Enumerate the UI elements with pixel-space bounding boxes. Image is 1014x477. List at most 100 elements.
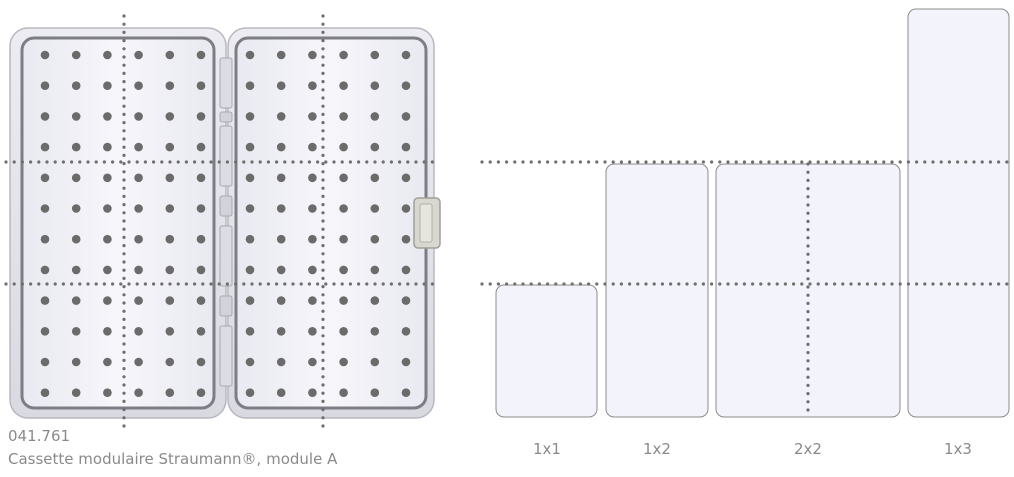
cassette-hole <box>40 357 50 367</box>
cassette-hole <box>196 357 206 367</box>
modules <box>495 8 1010 418</box>
cassette-hole <box>71 327 81 336</box>
cassette-hole <box>308 204 317 213</box>
cassette-hole <box>245 327 255 336</box>
product-name: Cassette modulaire Straumann®, module A <box>8 450 338 468</box>
cassette-holes <box>40 50 411 398</box>
cassette-hole <box>165 112 175 121</box>
cassette-hole <box>40 204 50 213</box>
cassette-hole <box>103 173 112 183</box>
cassette-hole <box>245 234 255 244</box>
cassette-hinges <box>219 57 233 387</box>
cassette-hole <box>165 388 175 398</box>
cassette-hole <box>196 50 206 60</box>
cassette-hole <box>276 173 286 183</box>
grid-guides <box>4 14 1014 432</box>
cassette-hole <box>196 112 206 121</box>
cassette-hole <box>71 173 81 183</box>
cassette-hole <box>339 327 348 336</box>
cassette-hole <box>134 388 143 398</box>
cassette-hole <box>134 112 143 121</box>
cassette-hole <box>308 112 317 121</box>
cassette-hole <box>40 234 50 244</box>
cassette-hole <box>339 265 348 275</box>
cassette-hole <box>134 357 143 367</box>
cassette-hole <box>401 112 411 121</box>
cassette-hole <box>165 204 175 213</box>
module-label-1x2: 1x2 <box>643 440 671 458</box>
cassette-hole <box>370 234 380 244</box>
cassette-hole <box>40 173 50 183</box>
cassette-hole <box>401 173 411 183</box>
cassette-hole <box>71 50 81 60</box>
cassette-hole <box>103 81 112 90</box>
cassette-hole <box>339 234 348 244</box>
cassette-hole <box>165 234 175 244</box>
module-2x2 <box>715 163 901 418</box>
cassette-hole <box>103 296 112 305</box>
module-label-2x2: 2x2 <box>794 440 822 458</box>
module-label-1x1: 1x1 <box>533 440 561 458</box>
cassette-hole <box>245 265 255 275</box>
cassette-hole <box>401 388 411 398</box>
cassette-hole <box>339 357 348 367</box>
cassette-hole <box>196 173 206 183</box>
cassette-hole <box>71 388 81 398</box>
cassette-hole <box>401 357 411 367</box>
product-code: 041.761 <box>8 427 71 445</box>
cassette-hole <box>245 204 255 213</box>
cassette-hole <box>339 296 348 305</box>
cassette-hole <box>245 142 255 152</box>
cassette-hole <box>339 204 348 213</box>
cassette-hole <box>401 204 411 213</box>
cassette-hole <box>103 142 112 152</box>
cassette-hole <box>196 296 206 305</box>
cassette-hole <box>165 265 175 275</box>
cassette-hole <box>339 112 348 121</box>
cassette-hole <box>308 142 317 152</box>
cassette-hole <box>196 327 206 336</box>
module-1x2 <box>605 163 709 418</box>
module-label-1x3: 1x3 <box>944 440 972 458</box>
cassette-hole <box>165 327 175 336</box>
cassette-hole <box>165 81 175 90</box>
cassette-hole <box>134 296 143 305</box>
cassette-hole <box>245 81 255 90</box>
cassette-hole <box>308 50 317 60</box>
cassette-hole <box>40 265 50 275</box>
cassette-hole <box>339 142 348 152</box>
cassette-hole <box>401 81 411 90</box>
cassette-hole <box>103 204 112 213</box>
module-1x3 <box>907 8 1010 418</box>
cassette-hole <box>40 112 50 121</box>
cassette-latch <box>413 197 441 249</box>
cassette-hole <box>276 327 286 336</box>
cassette-hole <box>196 265 206 275</box>
cassette-hole <box>196 81 206 90</box>
cassette-hole <box>71 204 81 213</box>
cassette-hole <box>339 50 348 60</box>
cassette-hole <box>165 142 175 152</box>
cassette-hole <box>165 50 175 60</box>
cassette-hole <box>71 81 81 90</box>
cassette-hole <box>134 204 143 213</box>
cassette-hole <box>245 388 255 398</box>
cassette-hole <box>370 357 380 367</box>
cassette-hole <box>71 296 81 305</box>
cassette-hole <box>103 388 112 398</box>
cassette-hole <box>370 50 380 60</box>
cassette-hole <box>401 265 411 275</box>
cassette-hole <box>40 296 50 305</box>
cassette-hole <box>103 50 112 60</box>
cassette-hole <box>308 234 317 244</box>
cassette-hole <box>103 112 112 121</box>
cassette-hole <box>134 142 143 152</box>
cassette-hole <box>276 142 286 152</box>
cassette-hole <box>71 142 81 152</box>
cassette-hole <box>134 81 143 90</box>
cassette-hole <box>308 388 317 398</box>
cassette-hole <box>276 357 286 367</box>
product-caption: 041.761 Cassette modulaire Straumann®, m… <box>8 425 337 471</box>
cassette-hole <box>40 388 50 398</box>
